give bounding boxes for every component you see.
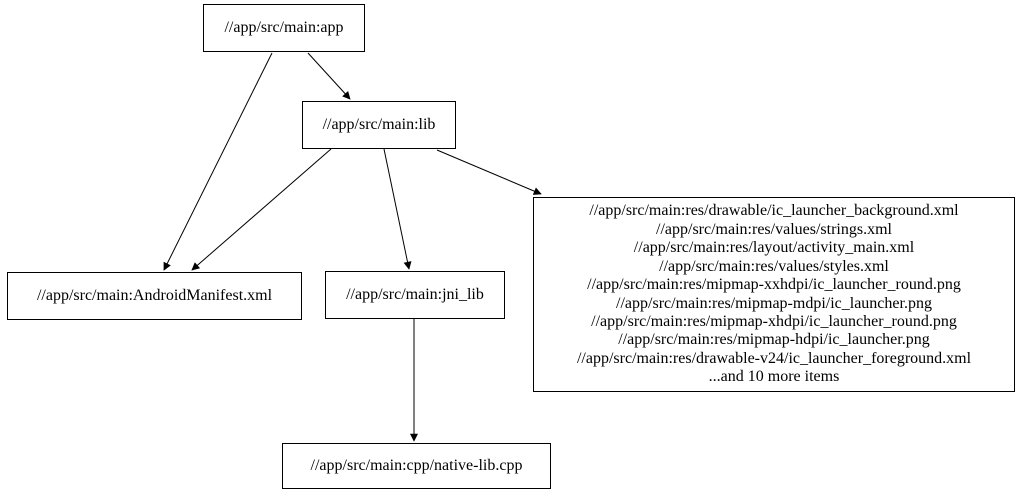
- edge-app-to-lib: [307, 52, 351, 100]
- node-app-label: //app/src/main:app: [224, 19, 344, 36]
- node-native-lib-cpp: //app/src/main:cpp/native-lib.cpp: [282, 443, 551, 489]
- res-file-line: //app/src/main:res/mipmap-xhdpi/ic_launc…: [591, 312, 957, 330]
- node-jni-lib-label: //app/src/main:jni_lib: [346, 286, 484, 303]
- res-file-line: //app/src/main:res/drawable/ic_launcher_…: [589, 202, 959, 220]
- res-file-line: //app/src/main:res/values/strings.xml: [656, 220, 892, 238]
- edge-lib-to-jni-lib: [383, 148, 412, 270]
- node-app: //app/src/main:app: [203, 4, 365, 52]
- edge-lib-to-res-files: [436, 149, 542, 195]
- res-file-line: //app/src/main:res/layout/activity_main.…: [633, 239, 915, 257]
- res-file-line: //app/src/main:res/drawable-v24/ic_launc…: [576, 349, 972, 367]
- edge-app-to-manifest: [163, 52, 273, 271]
- node-android-manifest-label: //app/src/main:AndroidManifest.xml: [36, 287, 273, 304]
- node-android-manifest: //app/src/main:AndroidManifest.xml: [7, 272, 302, 320]
- edge-lib-to-manifest: [191, 148, 332, 271]
- res-file-line: //app/src/main:res/mipmap-mdpi/ic_launch…: [616, 294, 932, 312]
- res-file-line: //app/src/main:res/values/styles.xml: [659, 257, 889, 275]
- res-file-line: //app/src/main:res/mipmap-hdpi/ic_launch…: [618, 331, 930, 349]
- res-more-items-line: ...and 10 more items: [708, 368, 840, 386]
- node-lib-label: //app/src/main:lib: [322, 116, 436, 133]
- node-lib: //app/src/main:lib: [302, 101, 456, 149]
- node-native-lib-cpp-label: //app/src/main:cpp/native-lib.cpp: [310, 457, 523, 474]
- node-jni-lib: //app/src/main:jni_lib: [325, 271, 505, 319]
- res-file-line: //app/src/main:res/mipmap-xxhdpi/ic_laun…: [587, 276, 961, 294]
- node-res-files: //app/src/main:res/drawable/ic_launcher_…: [533, 197, 1015, 392]
